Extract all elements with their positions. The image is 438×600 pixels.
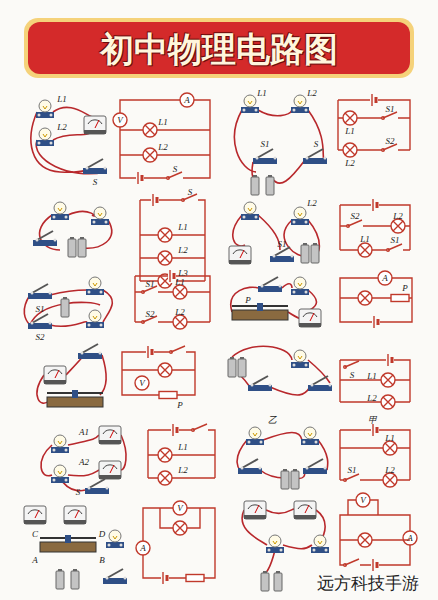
component-label: L1 <box>360 235 370 244</box>
component-label: S <box>350 371 355 380</box>
component-label: A2 <box>79 458 89 467</box>
component-label: 甲 <box>368 416 377 425</box>
component-label: P <box>245 296 251 305</box>
component-label: V <box>117 116 123 125</box>
component-label: S1 <box>391 236 400 245</box>
component-label: L1 <box>257 89 267 98</box>
component-label: L2 <box>57 123 67 132</box>
component-label: A <box>382 274 388 283</box>
page-title: 初中物理电路图 <box>0 31 438 67</box>
component-label: A <box>184 96 190 105</box>
component-label: L1 <box>385 434 395 443</box>
component-label: A <box>407 534 413 543</box>
component-label: S <box>188 188 193 197</box>
component-label: L2 <box>367 394 377 403</box>
component-label: L1 <box>57 95 67 104</box>
component-label: L2 <box>393 212 403 221</box>
component-label: L2 <box>307 89 317 98</box>
component-label: L1 <box>178 443 188 452</box>
component-label: L2 <box>307 199 317 208</box>
component-label: L1 <box>175 278 185 287</box>
row-3 <box>24 269 412 329</box>
component-label: S1 <box>278 240 287 249</box>
component-label: L2 <box>178 246 188 255</box>
component-label: P <box>177 401 183 410</box>
component-label: S1 <box>261 140 270 149</box>
component-label: L1 <box>367 372 377 381</box>
component-label: L3 <box>178 269 188 278</box>
component-label: 乙 <box>268 416 277 425</box>
component-label: S1 <box>146 280 155 289</box>
component-label: V <box>177 504 183 513</box>
component-label: V <box>360 496 366 505</box>
row-1 <box>31 93 410 195</box>
component-label: L2 <box>385 466 395 475</box>
component-label: S <box>314 140 319 149</box>
component-label: A1 <box>79 428 89 437</box>
component-label: A <box>32 556 38 565</box>
row-4 <box>37 344 410 409</box>
component-label: S1 <box>386 105 395 114</box>
component-label: L2 <box>175 308 185 317</box>
component-label: L2 <box>345 159 355 168</box>
row-2 <box>33 193 410 288</box>
component-label: S <box>173 165 178 174</box>
component-label: S2 <box>36 333 45 342</box>
component-label: D <box>99 530 106 539</box>
component-label: A <box>140 544 146 553</box>
component-label: L2 <box>178 466 188 475</box>
component-label: B <box>99 556 105 565</box>
component-label: C <box>32 530 38 539</box>
component-label: S1 <box>348 466 357 475</box>
component-label: S2 <box>386 137 395 146</box>
row-5 <box>41 423 410 494</box>
component-label: L1 <box>345 127 355 136</box>
component-label: S <box>76 488 81 497</box>
component-label: S2 <box>351 212 360 221</box>
component-label: S2 <box>146 310 155 319</box>
component-label: V <box>139 379 145 388</box>
watermark: 远方科技手游 <box>317 575 419 592</box>
component-label: L1 <box>158 118 168 127</box>
component-label: S1 <box>36 305 45 314</box>
component-label: P <box>402 284 408 293</box>
component-label: L2 <box>158 143 168 152</box>
component-label: L1 <box>178 223 188 232</box>
component-label: S <box>93 178 98 187</box>
